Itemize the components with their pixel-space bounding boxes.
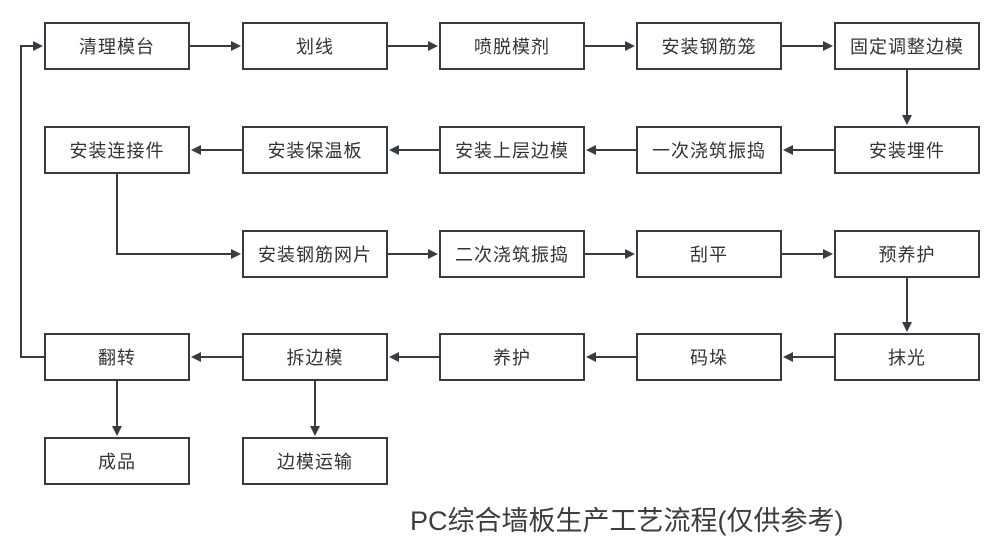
flow-node-marking: 划线 <box>242 22 388 70</box>
flow-node-finished-product: 成品 <box>44 437 190 485</box>
flow-node-spray-release-agent: 喷脱模剂 <box>439 22 585 70</box>
flow-node-side-mold-transport: 边模运输 <box>242 437 388 485</box>
flow-node-remove-side-mold: 拆边模 <box>242 333 388 381</box>
edge-flip-loop-to-clean <box>20 41 44 358</box>
diagram-title: PC综合墙板生产工艺流程(仅供参考) <box>410 506 844 536</box>
flow-node-stacking: 码垛 <box>636 333 782 381</box>
flow-node-install-embedded-parts: 安装埋件 <box>834 126 980 174</box>
flow-node-install-rebar-mesh: 安装钢筋网片 <box>242 230 388 278</box>
flow-node-first-pour-vibrate: 一次浇筑振捣 <box>636 126 782 174</box>
flow-node-fix-adjust-side-mold: 固定调整边模 <box>834 22 980 70</box>
flow-node-screeding: 刮平 <box>636 230 782 278</box>
flow-node-polishing: 抹光 <box>834 333 980 381</box>
flow-node-install-insulation-board: 安装保温板 <box>242 126 388 174</box>
flow-node-clean-mold-table: 清理模台 <box>44 22 190 70</box>
flow-node-flip: 翻转 <box>44 333 190 381</box>
flow-node-install-upper-side-mold: 安装上层边模 <box>439 126 585 174</box>
edge-connectors-to-rebar-mesh <box>116 174 241 259</box>
flow-node-second-pour-vibrate: 二次浇筑振捣 <box>439 230 585 278</box>
flow-node-install-connectors: 安装连接件 <box>44 126 190 174</box>
flow-node-install-rebar-cage: 安装钢筋笼 <box>636 22 782 70</box>
flow-node-curing: 养护 <box>439 333 585 381</box>
flow-node-pre-curing: 预养护 <box>834 230 980 278</box>
